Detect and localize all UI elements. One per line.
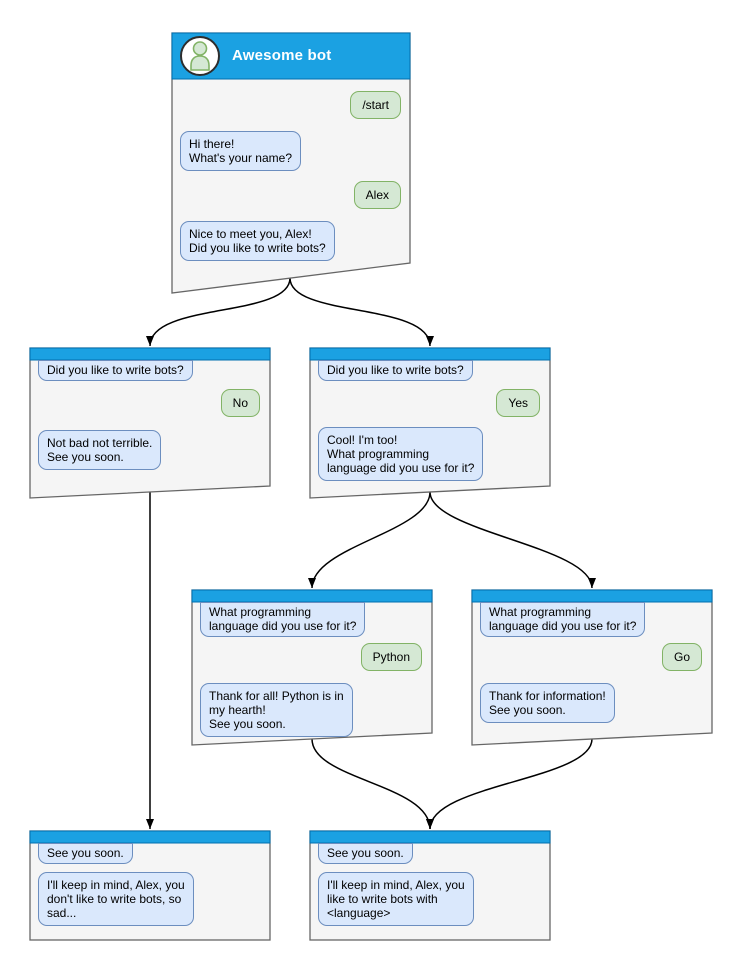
python-reply: Thank for all! Python is in my hearth! S… bbox=[200, 683, 353, 737]
end-no-reply: I'll keep in mind, Alex, you don't like … bbox=[38, 872, 194, 926]
edge-yes-to-go bbox=[429, 491, 596, 589]
end-yes-window-titlebar bbox=[309, 830, 551, 844]
message-ask-name: Hi there! What's your name? bbox=[180, 131, 302, 171]
yes-answer: Yes bbox=[496, 389, 540, 417]
python-question: What programming language did you use fo… bbox=[200, 602, 366, 637]
message-ask-bots: Nice to meet you, Alex! Did you like to … bbox=[180, 221, 335, 261]
go-reply: Thank for information! See you soon. bbox=[480, 683, 615, 723]
end-no-question: See you soon. bbox=[38, 843, 133, 864]
bot-title: Awesome bot bbox=[232, 47, 332, 64]
edge-yes-to-python bbox=[308, 491, 431, 589]
person-icon bbox=[190, 41, 210, 71]
no-answer: No bbox=[220, 389, 260, 417]
no-window-titlebar bbox=[29, 347, 271, 361]
edge-python-to-end bbox=[311, 738, 434, 830]
end-yes-question: See you soon. bbox=[318, 843, 413, 864]
yes-window-titlebar bbox=[309, 347, 551, 361]
no-reply: Not bad not terrible. See you soon. bbox=[38, 430, 162, 470]
go-answer: Go bbox=[661, 643, 702, 671]
end-yes-reply: I'll keep in mind, Alex, you like to wri… bbox=[318, 872, 474, 926]
yes-reply: Cool! I'm too! What programming language… bbox=[318, 427, 484, 481]
go-window-titlebar bbox=[471, 589, 713, 603]
yes-question: Did you like to write bots? bbox=[318, 360, 473, 381]
end-no-window-titlebar bbox=[29, 830, 271, 844]
edge-start-to-no bbox=[146, 277, 291, 347]
message-start: /start bbox=[350, 91, 401, 119]
no-question: Did you like to write bots? bbox=[38, 360, 193, 381]
python-window-titlebar bbox=[191, 589, 433, 603]
go-question: What programming language did you use fo… bbox=[480, 602, 646, 637]
python-answer: Python bbox=[360, 643, 422, 671]
edge-start-to-yes bbox=[289, 277, 434, 347]
message-name: Alex bbox=[353, 181, 401, 209]
edge-go-to-end bbox=[426, 738, 593, 830]
